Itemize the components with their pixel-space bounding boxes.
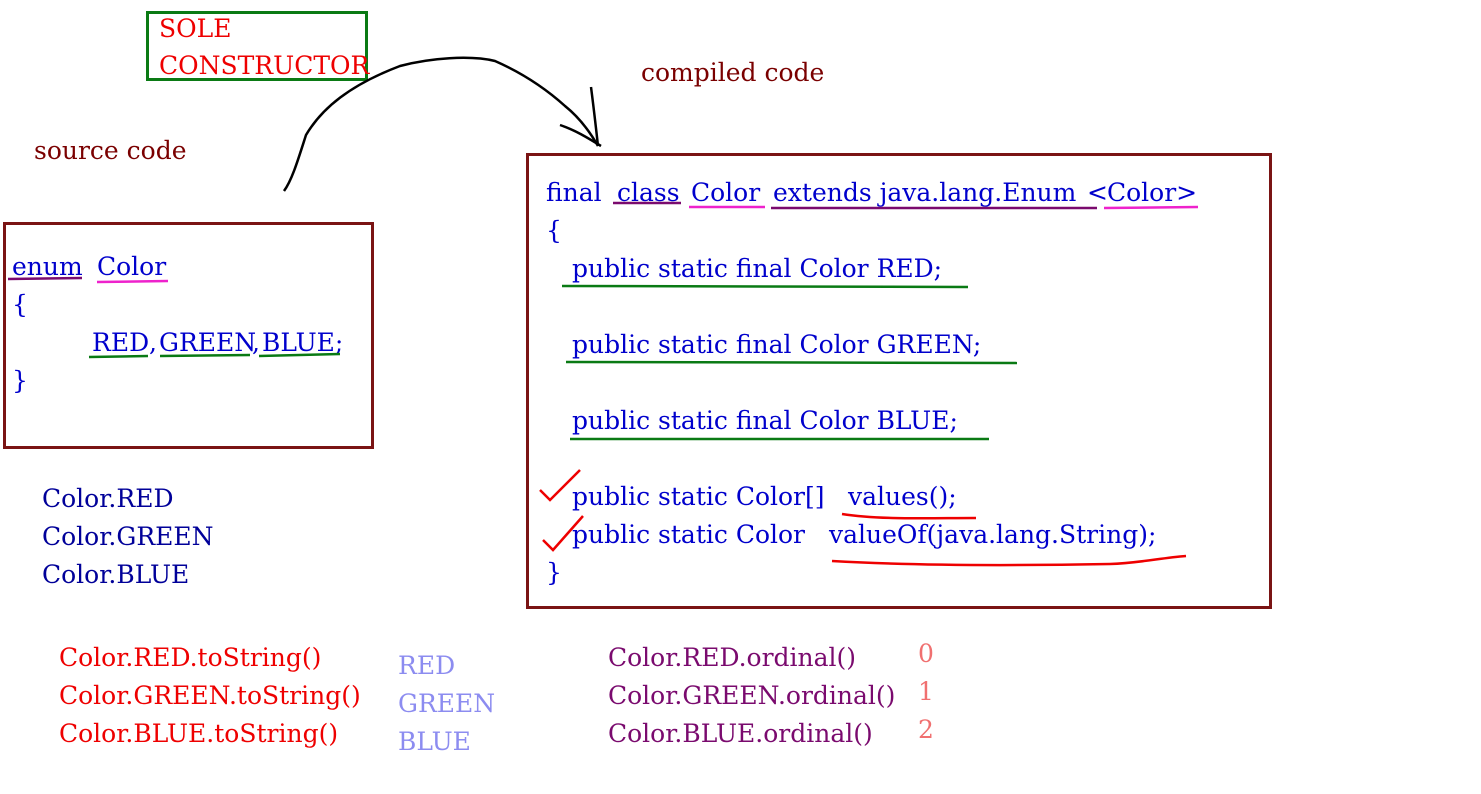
compiled-close-brace: } xyxy=(546,558,562,587)
underline-field-green xyxy=(565,360,1018,365)
compiled-open-brace: { xyxy=(546,216,562,245)
checkmark-icon xyxy=(539,469,581,502)
tostring-result-red: RED xyxy=(398,651,456,680)
ordinal-result-blue: 2 xyxy=(918,715,934,744)
sole-label: SOLE xyxy=(159,14,232,43)
arrow-icon xyxy=(282,56,600,192)
valueof-method: valueOf(java.lang.String); xyxy=(829,520,1157,549)
checkmark-icon xyxy=(542,515,584,552)
source-close-brace: } xyxy=(12,366,28,395)
constant-ref-blue: Color.BLUE xyxy=(42,560,190,589)
underline-enum xyxy=(7,276,83,281)
ordinal-blue: Color.BLUE.ordinal() xyxy=(608,719,873,748)
constructor-label: CONSTRUCTOR xyxy=(159,51,370,80)
final-keyword: final xyxy=(546,178,602,207)
tostring-red: Color.RED.toString() xyxy=(59,643,322,672)
field-red: public static final Color RED; xyxy=(572,254,943,283)
generic-open: < xyxy=(1087,178,1108,207)
generic-type: Color> xyxy=(1107,178,1198,207)
class-keyword: class xyxy=(617,178,680,207)
field-blue: public static final Color BLUE; xyxy=(572,406,958,435)
underline-values xyxy=(841,512,977,520)
tostring-green: Color.GREEN.toString() xyxy=(59,681,361,710)
source-open-brace: { xyxy=(12,290,28,319)
constant-ref-red: Color.RED xyxy=(42,484,174,513)
underline-red xyxy=(88,354,149,359)
constant-blue: BLUE; xyxy=(262,328,344,357)
ordinal-result-red: 0 xyxy=(918,639,934,668)
constant-green: GREEN xyxy=(159,328,257,357)
underline-generic xyxy=(1103,205,1199,210)
underline-field-red xyxy=(561,284,969,289)
enum-keyword: enum xyxy=(12,252,83,281)
ordinal-result-green: 1 xyxy=(918,677,934,706)
tostring-result-blue: BLUE xyxy=(398,727,471,756)
underline-valueof xyxy=(831,554,1187,567)
underline-blue xyxy=(258,352,341,358)
class-name: Color xyxy=(691,178,761,207)
comma: , xyxy=(252,328,260,357)
constant-red: RED xyxy=(92,328,150,357)
ordinal-red: Color.RED.ordinal() xyxy=(608,643,857,672)
constant-ref-green: Color.GREEN xyxy=(42,522,214,551)
values-method: values(); xyxy=(848,482,957,511)
source-code-box xyxy=(3,222,374,449)
compiled-code-label: compiled code xyxy=(641,58,825,87)
valueof-prefix: public static Color xyxy=(572,520,805,549)
underline-enum-name xyxy=(96,279,169,284)
field-green: public static final Color GREEN; xyxy=(572,330,982,359)
ordinal-green: Color.GREEN.ordinal() xyxy=(608,681,896,710)
compiled-code-box xyxy=(526,153,1272,609)
sole-constructor-box xyxy=(146,11,368,81)
values-prefix: public static Color[] xyxy=(572,482,825,511)
tostring-result-green: GREEN xyxy=(398,689,496,718)
underline-green xyxy=(159,353,251,358)
comma: , xyxy=(149,328,157,357)
tostring-blue: Color.BLUE.toString() xyxy=(59,719,339,748)
source-code-label: source code xyxy=(34,136,187,165)
arrowhead-icon xyxy=(559,86,602,148)
enum-name: Color xyxy=(97,252,167,281)
extends-clause: extends java.lang.Enum xyxy=(773,178,1077,207)
